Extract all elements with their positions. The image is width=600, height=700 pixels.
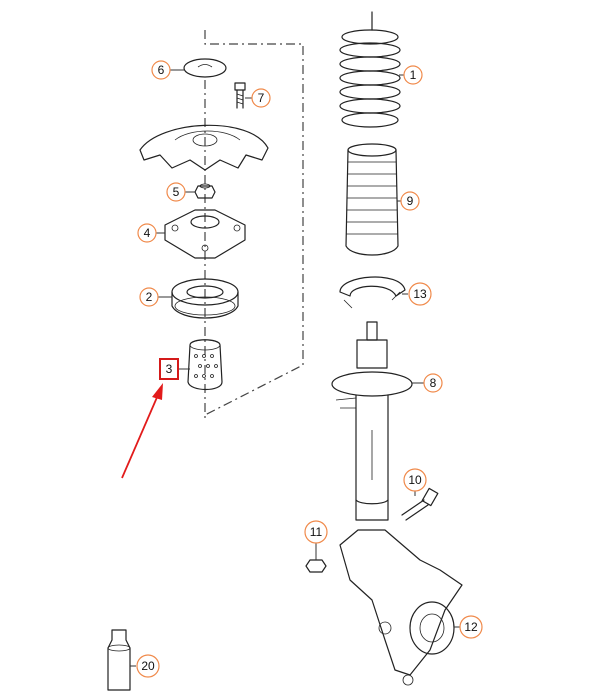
callout-13: 13 — [408, 282, 432, 306]
part-8-strut[interactable] — [331, 321, 413, 521]
part-4-strut-mount[interactable] — [164, 209, 246, 259]
part-6-cap[interactable] — [183, 58, 227, 78]
svg-text:4: 4 — [144, 226, 151, 240]
svg-text:1: 1 — [410, 68, 417, 82]
callout-10: 10 — [403, 468, 427, 492]
svg-text:11: 11 — [310, 525, 323, 539]
part-1-coil-spring[interactable] — [339, 11, 401, 128]
svg-text:8: 8 — [430, 376, 437, 390]
svg-text:3: 3 — [166, 362, 173, 376]
part-11-nut[interactable] — [305, 559, 327, 573]
svg-text:6: 6 — [158, 63, 165, 77]
svg-text:10: 10 — [408, 473, 422, 487]
part-shield-cover — [139, 124, 269, 171]
callout-3-highlighted: 3 — [159, 358, 179, 380]
assembly-dashed-outline — [204, 30, 304, 420]
callout-9: 9 — [400, 191, 420, 211]
svg-text:9: 9 — [407, 194, 414, 208]
part-3-bump-stop[interactable] — [187, 339, 223, 391]
callout-6: 6 — [151, 60, 171, 80]
callout-4: 4 — [137, 223, 157, 243]
callout-12: 12 — [459, 615, 483, 639]
part-12-knuckle[interactable] — [339, 529, 463, 686]
svg-text:13: 13 — [413, 287, 427, 301]
svg-text:20: 20 — [141, 659, 155, 673]
part-2-bearing[interactable] — [171, 278, 239, 319]
callout-1: 1 — [403, 65, 423, 85]
callout-11: 11 — [304, 520, 328, 544]
part-13-spring-seat[interactable] — [339, 276, 406, 309]
callout-2: 2 — [139, 287, 159, 307]
part-10-bolt[interactable] — [401, 487, 439, 521]
svg-text:12: 12 — [464, 620, 478, 634]
part-7-bolt[interactable] — [234, 82, 246, 109]
callout-8: 8 — [423, 373, 443, 393]
svg-text:5: 5 — [173, 185, 180, 199]
highlight-arrow — [121, 383, 163, 479]
leader-lines — [130, 69, 460, 667]
svg-text:2: 2 — [146, 290, 153, 304]
part-20-tube[interactable] — [107, 629, 131, 691]
part-9-dust-boot[interactable] — [345, 143, 399, 256]
callout-20: 20 — [136, 654, 160, 678]
callout-7: 7 — [251, 88, 271, 108]
callout-5: 5 — [166, 182, 186, 202]
svg-text:7: 7 — [258, 91, 265, 105]
